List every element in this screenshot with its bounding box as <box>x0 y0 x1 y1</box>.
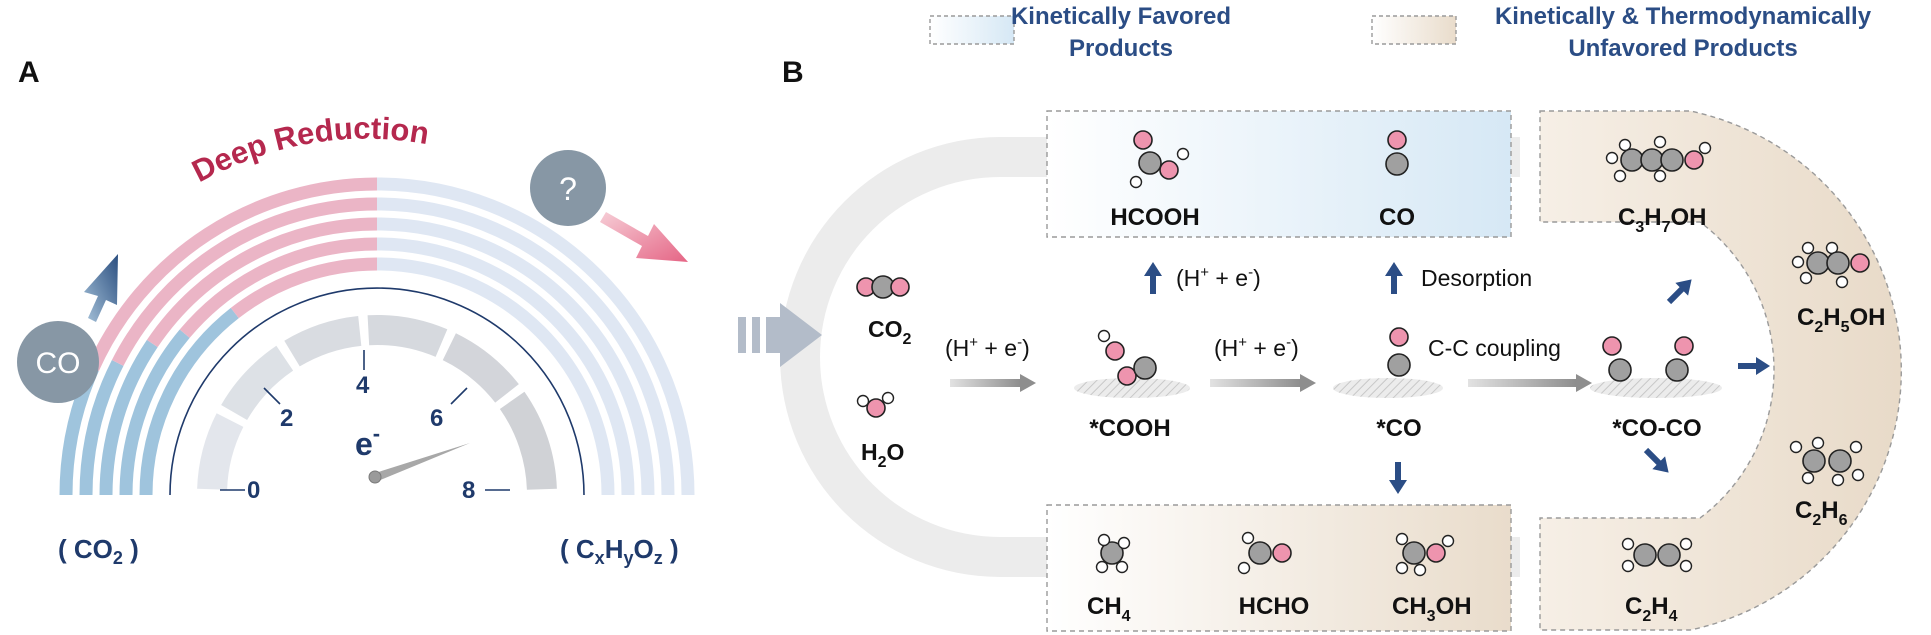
gauge-segment-0 <box>197 413 244 490</box>
gauge-tick-0: 0 <box>247 477 260 504</box>
gauge-ticks <box>220 350 510 491</box>
legend-favored-line1: Kinetically Favored <box>1011 3 1231 30</box>
arrow-to-hcooh <box>1144 262 1162 294</box>
product-hcooh: HCOOH <box>1110 204 1199 231</box>
step-label-coupling: C-C coupling <box>1428 335 1561 361</box>
step-label-pce-3: (H+ + e-) <box>1176 264 1261 291</box>
co2-molecule <box>856 275 910 299</box>
arc-band-1-seg-2 <box>376 237 635 496</box>
legend-unfavored-line1: Kinetically & Thermodynamically <box>1495 3 1872 30</box>
intermediate-cooh: *COOH <box>1089 415 1170 442</box>
arc-band-1-seg-0 <box>119 329 190 496</box>
gauge-tick-6: 6 <box>430 405 443 432</box>
arc-band-0-seg-2 <box>376 257 615 496</box>
product-ch3oh: CH3OH <box>1392 593 1472 625</box>
arc-band-2-seg-2 <box>376 217 655 496</box>
intermediate-co: *CO <box>1376 415 1421 442</box>
legend-unfavored-line2: Unfavored Products <box>1568 35 1797 62</box>
intermediate-coco: *CO-CO <box>1612 415 1701 442</box>
arrow-to-c2h6 <box>1639 443 1675 479</box>
step-label-pce-2: (H+ + e-) <box>1214 334 1299 361</box>
deep-reduction-title: Deep Reduction <box>186 111 431 189</box>
unknown-product-bubble <box>530 150 606 226</box>
gauge-segment-5 <box>499 391 557 490</box>
panel-a-letter: A <box>18 56 40 89</box>
arc-band-4-seg-2 <box>376 177 695 496</box>
gauge-segment-3 <box>367 314 448 357</box>
favored-products-box <box>1046 110 1512 238</box>
step-arrow-2 <box>1210 374 1316 392</box>
gauge-segments <box>197 314 557 490</box>
electron-label: e- <box>355 421 380 462</box>
unknown-product-symbol: ? <box>559 171 577 207</box>
gauge-tick-4: 4 <box>356 372 370 399</box>
surface-cooh <box>1074 378 1190 398</box>
arrow-to-co <box>1385 262 1403 294</box>
product-c2h4: C2H4 <box>1625 593 1678 625</box>
reduction-arc-bands <box>59 177 695 496</box>
product-co: CO <box>1379 204 1415 231</box>
arc-band-3-seg-1 <box>111 197 378 366</box>
product-hcho: HCHO <box>1239 593 1310 620</box>
step-label-desorption: Desorption <box>1421 265 1532 291</box>
co-bubble-label: CO <box>36 347 81 380</box>
gauge-needle <box>368 443 470 484</box>
arrow-to-c3h7oh <box>1662 273 1698 309</box>
surface-co <box>1333 378 1443 398</box>
input-arrow <box>738 303 822 367</box>
surface-coco <box>1590 378 1722 398</box>
arc-band-3-seg-0 <box>79 359 124 496</box>
gauge-segment-4 <box>442 333 519 403</box>
end-label-cxhyoz: ( CxHyOz ) <box>560 534 679 568</box>
arc-band-2-seg-1 <box>146 217 378 348</box>
co-intermediate-molecule <box>1387 327 1411 377</box>
unknown-product-arrow <box>600 212 688 262</box>
cooh-molecule <box>1097 329 1157 386</box>
co2-label: CO2 <box>868 316 912 348</box>
legend-favored-line2: Products <box>1069 35 1173 62</box>
arrow-to-lower-products <box>1389 462 1407 494</box>
gauge-tick-8: 8 <box>462 477 475 504</box>
gauge-segment-1 <box>221 345 294 420</box>
panel-b-letter: B <box>782 56 804 89</box>
co-bubble <box>17 321 99 403</box>
arc-band-3-seg-2 <box>376 197 675 496</box>
product-ch4: CH4 <box>1087 593 1131 625</box>
arc-band-0-seg-1 <box>230 257 378 319</box>
co-arrow <box>84 254 118 322</box>
h2o-molecule <box>856 391 895 418</box>
start-label-co2: ( CO2 ) <box>58 534 139 568</box>
arc-band-1-seg-1 <box>179 237 378 338</box>
arc-band-4-seg-1 <box>86 177 378 372</box>
gauge-segment-2 <box>284 315 362 367</box>
coco-molecule <box>1602 336 1694 382</box>
legend-unfavored-swatch <box>1371 15 1457 45</box>
step-arrow-1 <box>950 374 1036 392</box>
legend-favored-swatch <box>929 15 1015 45</box>
arrow-to-c2h5oh <box>1738 357 1770 375</box>
product-c3h7oh: C3H7OH <box>1618 204 1707 236</box>
product-c2h6: C2H6 <box>1795 497 1848 529</box>
c2-products-region <box>1539 110 1902 631</box>
step-arrow-3 <box>1468 374 1592 392</box>
product-c2h5oh: C2H5OH <box>1797 304 1886 336</box>
step-label-pce-1: (H+ + e-) <box>945 334 1030 361</box>
h2o-label: H2O <box>861 439 904 471</box>
gauge-tick-2: 2 <box>280 405 293 432</box>
arc-band-0-seg-0 <box>139 307 239 496</box>
arc-band-2-seg-0 <box>99 339 158 496</box>
gauge-rim <box>169 287 585 496</box>
